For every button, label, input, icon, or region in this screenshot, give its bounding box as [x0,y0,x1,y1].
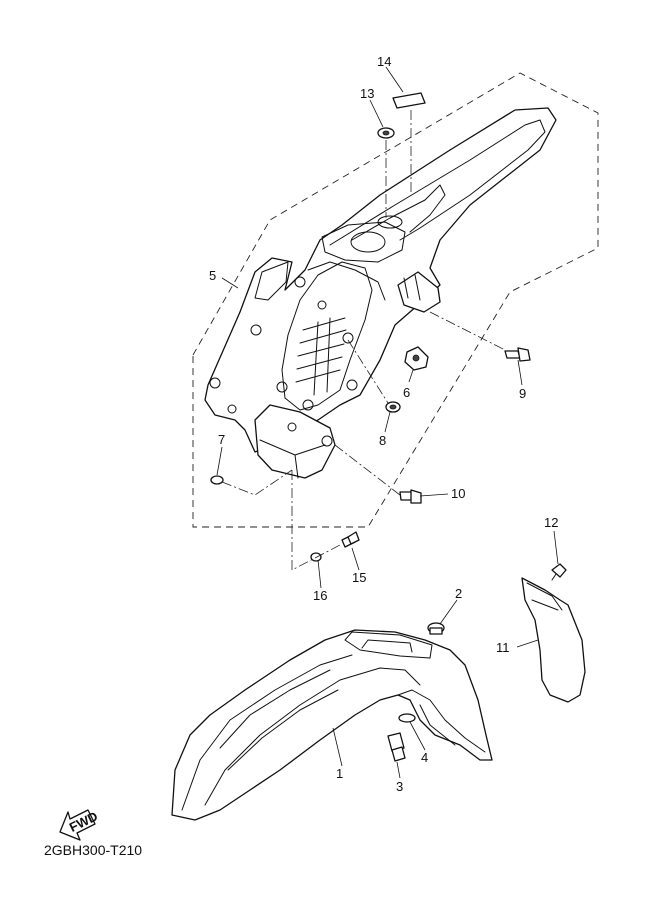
part-6-nut[interactable] [404,346,429,371]
callout-16: 16 [313,588,327,603]
axis-line-10 [334,444,401,496]
front-fender[interactable] [171,629,493,821]
callout-1: 1 [336,766,343,781]
callout-14: 14 [377,54,391,69]
callout-12: 12 [544,515,558,530]
part-2-nut[interactable] [427,622,445,635]
callout-9: 9 [519,386,526,401]
axis-line-15 [291,470,341,571]
axis-line-8 [347,339,389,404]
part-4-washer[interactable] [398,713,416,723]
callout-3: 3 [396,779,403,794]
callout-5: 5 [209,268,216,283]
callout-11: 11 [496,640,510,655]
part-13-grommet[interactable] [377,127,395,139]
mud-guard[interactable] [521,577,586,703]
callout-13: 13 [360,86,374,101]
callout-7: 7 [218,432,225,447]
axis-line-7 [221,469,293,496]
callout-15: 15 [352,570,366,585]
callout-8: 8 [379,433,386,448]
axis-line-9 [429,311,506,351]
part-10-bolt[interactable] [399,489,422,504]
fwd-label: FWD [67,808,100,834]
part-16-washer[interactable] [310,552,322,562]
callout-4: 4 [421,750,428,765]
assembly-boundary [192,72,599,528]
part-9-bolt[interactable] [504,347,531,362]
part-12-screw[interactable] [551,563,567,581]
part-3-bolt[interactable] [387,732,406,762]
callout-2: 2 [455,586,462,601]
callout-6: 6 [403,385,410,400]
part-7-grommet[interactable] [210,475,224,485]
part-14-label[interactable] [392,92,426,109]
callout-leaders [216,66,559,779]
part-8-collar[interactable] [385,401,401,413]
callout-10: 10 [451,486,465,501]
drawing-code: 2GBH300-T210 [44,842,142,858]
fwd-arrow-icon: FWD [59,808,100,841]
rear-fender[interactable] [204,107,557,479]
part-15-bolt[interactable] [341,531,360,548]
